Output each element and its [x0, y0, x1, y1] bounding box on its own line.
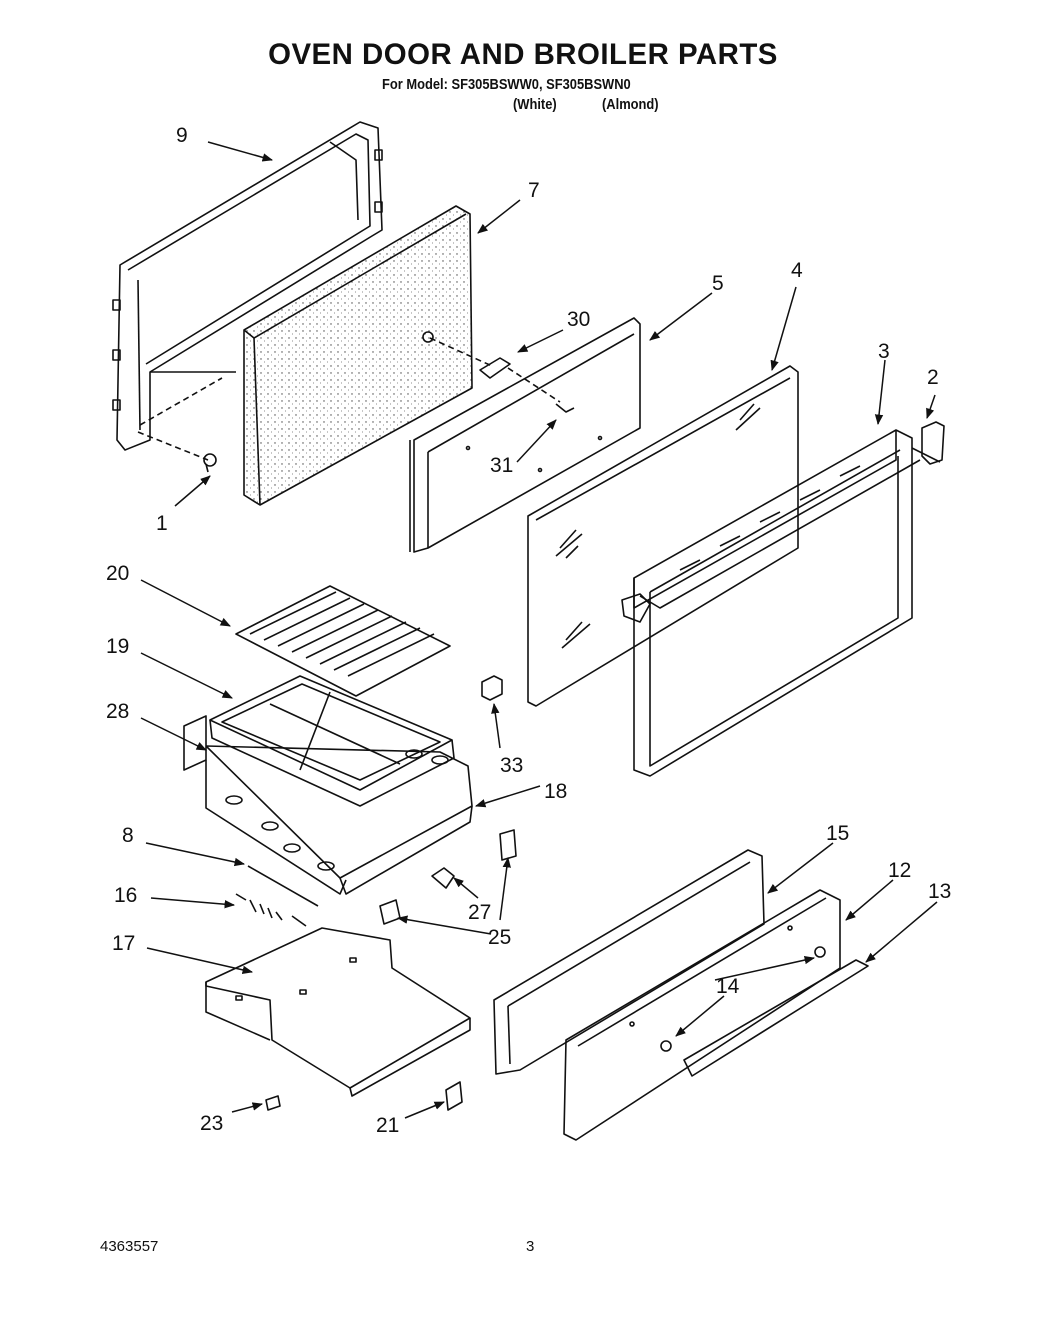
part-19-broiler-pan	[209, 675, 455, 807]
callout-27: 27	[468, 901, 491, 924]
part-20-broiler-grid	[235, 585, 451, 697]
variant-white-label: (White)	[513, 96, 557, 113]
callout-12: 12	[888, 859, 911, 882]
part-4-window-glass	[527, 365, 799, 707]
part-16-spring	[235, 893, 307, 927]
callout-5: 5	[712, 272, 724, 295]
part-21-plate	[445, 1081, 463, 1111]
callout-13: 13	[928, 880, 951, 903]
page-title: OVEN DOOR AND BROILER PARTS	[268, 38, 778, 71]
part-12-drawer-front	[563, 889, 841, 1141]
leader-arrows	[140, 141, 938, 1119]
callout-28: 28	[106, 700, 129, 723]
callout-30: 30	[567, 308, 590, 331]
callout-21: 21	[376, 1114, 399, 1137]
callout-17: 17	[112, 932, 135, 955]
part-23-screw	[265, 1095, 281, 1111]
callout-19: 19	[106, 635, 129, 658]
part-30-clip	[422, 331, 575, 413]
part-17-drawer-bottom	[205, 927, 471, 1097]
model-line: For Model: SF305BSWW0, SF305BSWN0	[382, 76, 631, 93]
part-27-roller	[431, 867, 455, 889]
callout-3: 3	[878, 340, 890, 363]
part-3-door-frame	[621, 429, 921, 777]
callout-4: 4	[791, 259, 803, 282]
part-2-bracket	[911, 421, 945, 465]
part-5-baffle	[409, 317, 641, 553]
callout-25: 25	[488, 926, 511, 949]
part-8-rod	[247, 865, 319, 907]
callout-1: 1	[156, 512, 168, 535]
part-13-handle	[683, 959, 869, 1077]
callout-33: 33	[500, 754, 523, 777]
callout-numbers: 9 7 5 4 3 2 30 31 1 20 19 28 33 18 8 15 …	[106, 124, 951, 1137]
part-25-bracket	[379, 829, 517, 925]
part-33-clip	[481, 675, 503, 701]
callout-20: 20	[106, 562, 129, 585]
callout-31: 31	[490, 454, 513, 477]
callout-9: 9	[176, 124, 188, 147]
callout-15: 15	[826, 822, 849, 845]
callout-14: 14	[716, 975, 740, 998]
part-18-broiler-drawer	[183, 715, 473, 895]
callout-2: 2	[927, 366, 939, 389]
part-15-drawer-front-frame	[493, 849, 765, 1075]
callout-16: 16	[114, 884, 137, 907]
variant-almond-label: (Almond)	[602, 96, 659, 113]
document-number: 4363557	[100, 1238, 159, 1255]
part-9-door-liner	[112, 121, 383, 451]
callout-8: 8	[122, 824, 134, 847]
page-number: 3	[526, 1238, 535, 1255]
part-7-insulation	[243, 205, 473, 506]
part-1-screw	[137, 431, 217, 473]
callout-7: 7	[528, 179, 540, 202]
callout-18: 18	[544, 780, 567, 803]
callout-23: 23	[200, 1112, 223, 1135]
part-14-knob	[660, 946, 826, 1052]
